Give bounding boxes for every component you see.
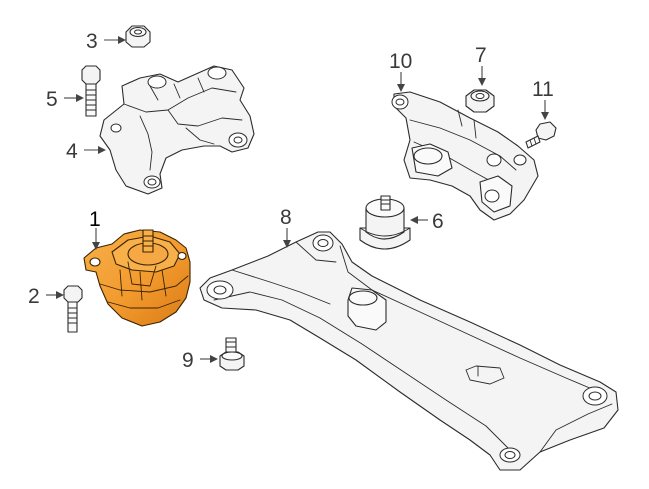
crossmember-icon — [199, 231, 619, 471]
mount-bracket-icon — [99, 65, 255, 195]
callout-1: 1 — [89, 208, 101, 231]
arrow-4 — [98, 146, 106, 154]
callout-8: 8 — [280, 206, 292, 229]
arrow-9 — [210, 355, 218, 363]
callout-5: 5 — [46, 88, 58, 111]
bolt-icon — [63, 285, 83, 333]
callout-7: 7 — [475, 44, 487, 67]
callout-4: 4 — [66, 140, 78, 163]
arrow-6 — [410, 216, 418, 224]
callouts: 1 2 3 4 5 6 7 8 9 10 11 — [28, 30, 554, 372]
callout-10: 10 — [389, 50, 412, 73]
arrow-8 — [283, 240, 291, 248]
arrow-2 — [56, 291, 64, 299]
rubber-mount-icon — [359, 195, 411, 250]
callout-9: 9 — [182, 349, 194, 372]
arrow-7 — [478, 78, 486, 86]
bolt-icon — [525, 121, 557, 149]
nut-icon — [465, 89, 495, 113]
arrow-11 — [541, 112, 549, 120]
arrow-3 — [118, 36, 126, 44]
bolt-icon — [219, 337, 245, 371]
arrow-5 — [76, 94, 84, 102]
nut-icon — [125, 25, 151, 48]
callout-11: 11 — [532, 78, 554, 101]
arrow-1 — [92, 242, 100, 250]
bolt-icon — [81, 65, 101, 117]
leader-lines — [46, 36, 549, 363]
callout-3: 3 — [86, 30, 98, 53]
arrow-10 — [397, 84, 405, 92]
engine-mount-icon — [83, 229, 191, 327]
callout-6: 6 — [432, 210, 444, 233]
support-bracket-icon — [391, 91, 539, 221]
callout-2: 2 — [28, 285, 40, 308]
